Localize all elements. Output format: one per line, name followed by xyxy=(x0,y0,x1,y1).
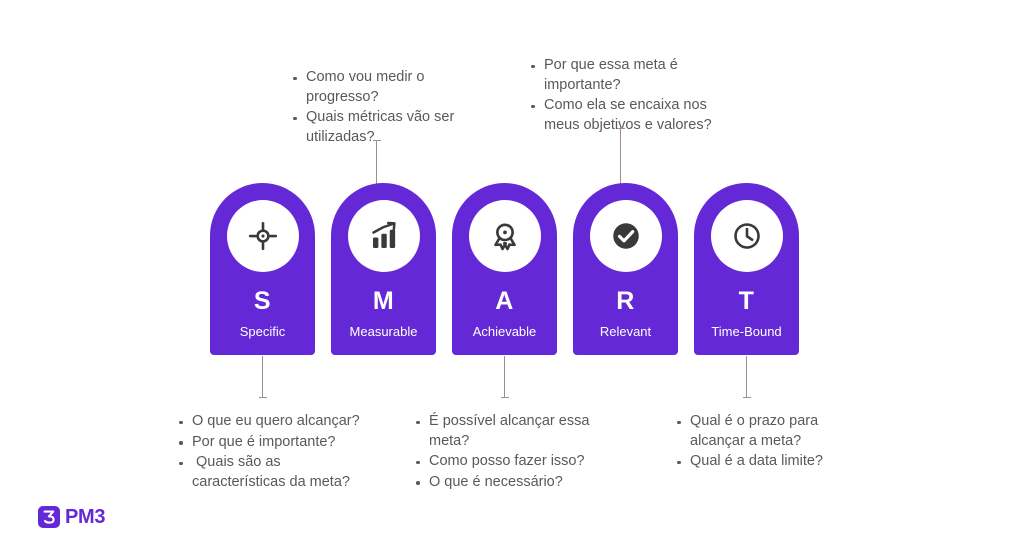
note-measurable-above: Como vou medir o progresso? Quais métric… xyxy=(292,68,470,148)
connector-cap xyxy=(500,396,509,398)
connector-cap xyxy=(258,396,267,398)
note-item: Como posso fazer isso? xyxy=(415,452,605,472)
connector-cap xyxy=(372,140,381,142)
connector-achievable xyxy=(500,356,509,398)
note-list: Qual é o prazo para alcançar a meta? Qua… xyxy=(676,412,842,472)
icon-badge-measurable xyxy=(347,200,420,272)
connector-relevant xyxy=(616,128,625,185)
icon-badge-relevant xyxy=(589,200,662,272)
connector-specific xyxy=(258,356,267,398)
pill-measurable[interactable]: M Measurable xyxy=(331,183,436,355)
connector-cap xyxy=(742,396,751,398)
pill-achievable[interactable]: A Achievable xyxy=(452,183,557,355)
note-item: É possível alcançar essa meta? xyxy=(415,412,605,451)
pill-letter: A xyxy=(495,287,514,315)
icon-badge-specific xyxy=(226,200,299,272)
note-item: Como vou medir o progresso? xyxy=(292,68,470,107)
award-medal-icon xyxy=(490,221,520,251)
pm3-logo-mark-icon xyxy=(38,506,60,528)
icon-badge-time-bound xyxy=(710,200,783,272)
note-item: Qual é o prazo para alcançar a meta? xyxy=(676,412,842,451)
target-crosshair-icon xyxy=(248,221,278,251)
pill-word: Time-Bound xyxy=(711,324,782,339)
note-list: Por que essa meta é importante? Como ela… xyxy=(530,56,726,135)
pill-relevant[interactable]: R Relevant xyxy=(573,183,678,355)
clock-icon xyxy=(732,221,762,251)
note-item: Por que é importante? xyxy=(178,433,374,453)
pill-word: Specific xyxy=(239,324,286,339)
check-circle-icon xyxy=(611,221,641,251)
pill-letter: T xyxy=(738,287,755,315)
note-list: É possível alcançar essa meta? Como poss… xyxy=(415,412,605,492)
bar-chart-growth-icon xyxy=(369,221,399,251)
pill-time-bound[interactable]: T Time-Bound xyxy=(694,183,799,355)
note-list: O que eu quero alcançar? Por que é impor… xyxy=(178,412,374,492)
note-list: Como vou medir o progresso? Quais métric… xyxy=(292,68,470,147)
connector-time-bound xyxy=(742,356,751,398)
pill-letter: S xyxy=(253,287,272,315)
pm3-logo: PM3 xyxy=(38,506,106,528)
smart-pill-row: S Specific M Me xyxy=(210,183,799,355)
note-item: Quais são as características da meta? xyxy=(178,453,374,492)
pm3-logo-text: PM3 xyxy=(65,506,106,528)
pill-word: Measurable xyxy=(349,324,418,339)
note-time-bound-below: Qual é o prazo para alcançar a meta? Qua… xyxy=(676,412,842,473)
note-item: O que é necessário? xyxy=(415,473,605,493)
note-relevant-above: Por que essa meta é importante? Como ela… xyxy=(530,56,726,136)
note-item: Como ela se encaixa nos meus objetivos e… xyxy=(530,96,726,135)
connector-measurable xyxy=(372,140,381,185)
pill-word: Achievable xyxy=(472,324,537,339)
pill-letter: R xyxy=(616,287,635,315)
connector-cap xyxy=(616,128,625,130)
pill-specific[interactable]: S Specific xyxy=(210,183,315,355)
icon-badge-achievable xyxy=(468,200,541,272)
pill-letter: M xyxy=(372,287,395,315)
note-item: O que eu quero alcançar? xyxy=(178,412,374,432)
logo-three-glyph xyxy=(43,510,55,524)
pill-word: Relevant xyxy=(599,324,652,339)
note-specific-below: O que eu quero alcançar? Por que é impor… xyxy=(178,412,374,493)
note-item: Por que essa meta é importante? xyxy=(530,56,726,95)
note-item: Qual é a data limite? xyxy=(676,452,842,472)
note-item: Quais métricas vão ser utilizadas? xyxy=(292,108,470,147)
note-achievable-below: É possível alcançar essa meta? Como poss… xyxy=(415,412,605,493)
